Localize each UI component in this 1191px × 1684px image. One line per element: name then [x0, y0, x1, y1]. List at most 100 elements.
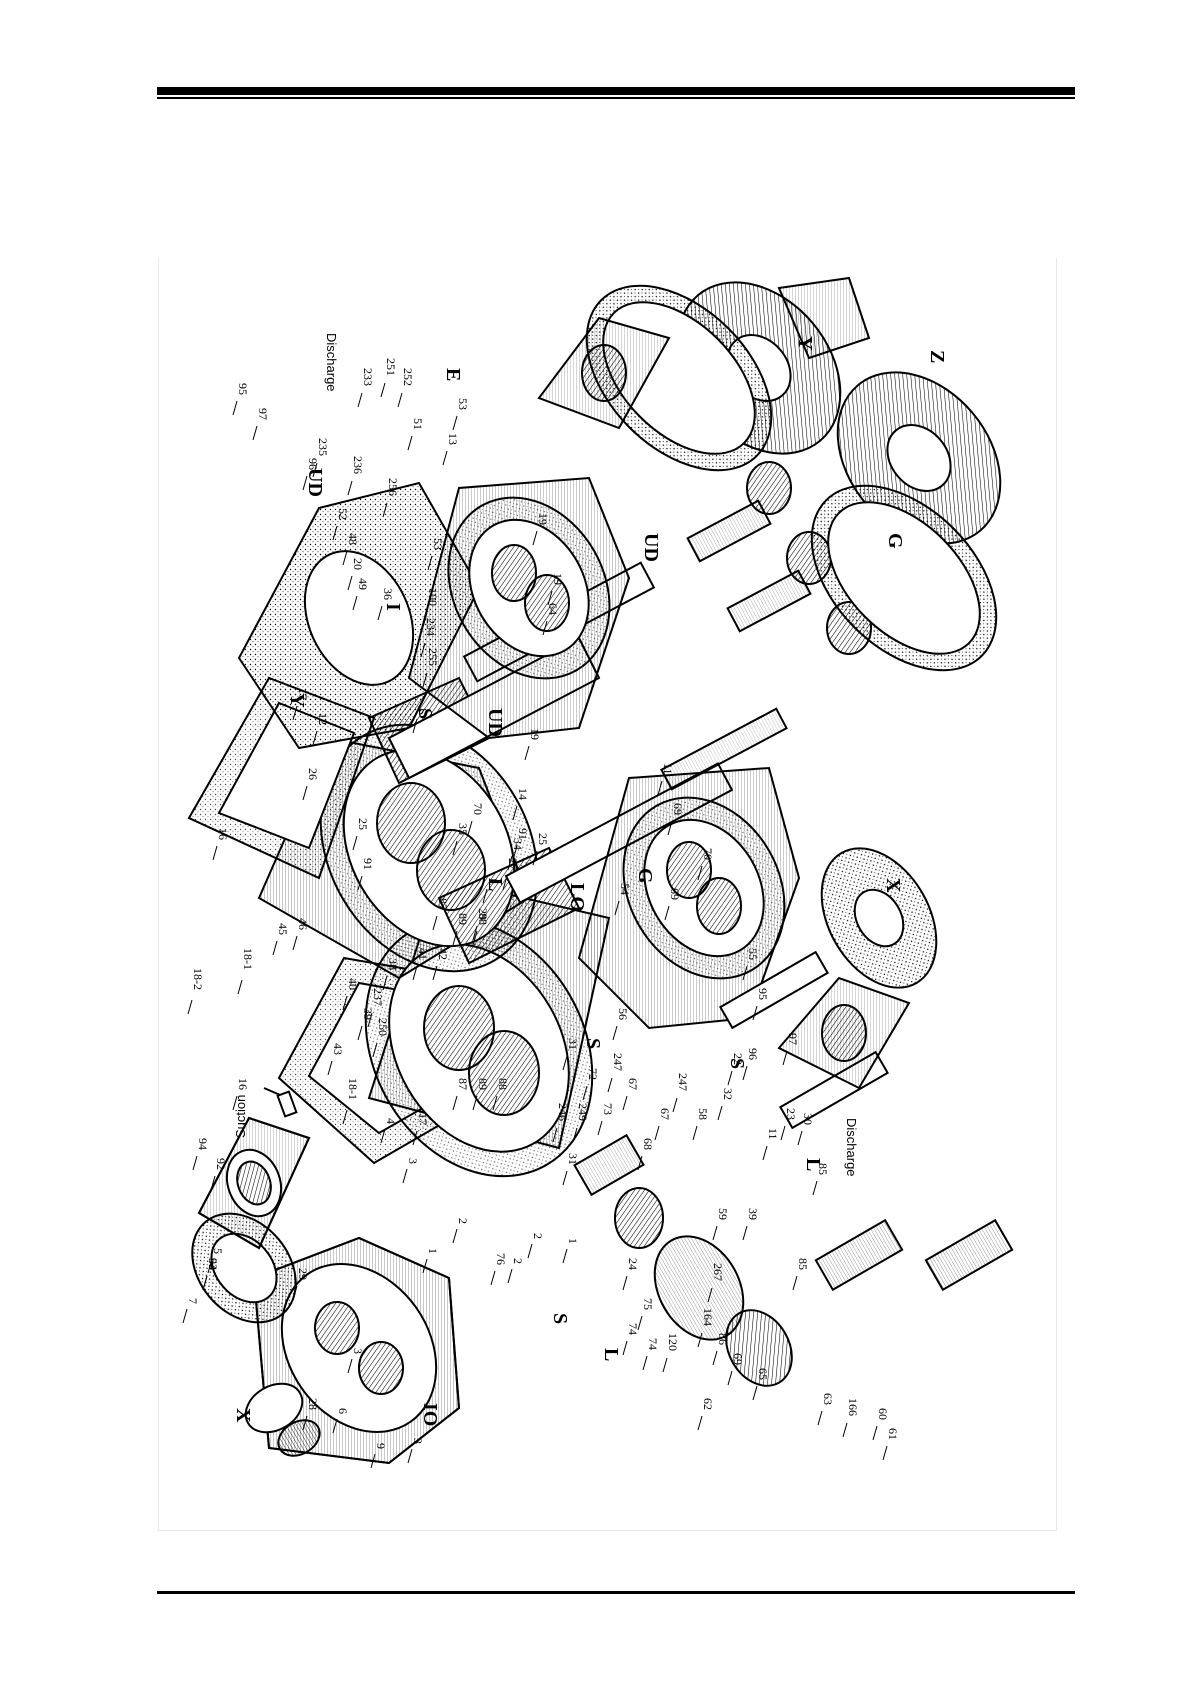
leader-line — [742, 1065, 748, 1081]
compressor-exploded-diagram: Suction Discharge Discharge IO LO UD UD … — [182, 276, 1014, 1469]
leader-line — [187, 999, 193, 1015]
part-number-65: 233 — [361, 368, 375, 386]
letter-ud-seal: UD — [304, 468, 326, 497]
part-number-45: 247 — [676, 1073, 690, 1091]
leader-line — [882, 1445, 888, 1461]
part-number-97: 69 — [671, 803, 685, 815]
leader-line — [717, 1105, 723, 1121]
leader-line — [192, 1155, 198, 1171]
part-number-112: 59 — [716, 1208, 730, 1220]
bearing-stack — [686, 461, 872, 655]
part-number-37: 249 — [576, 1103, 590, 1121]
part-number-31: 89 — [456, 913, 470, 925]
leader-line — [637, 1155, 643, 1171]
leader-line — [302, 475, 308, 491]
leader-line — [642, 1355, 648, 1371]
leader-line — [432, 915, 438, 931]
part-number-56: 96 — [306, 458, 320, 470]
part-number-122: 120 — [666, 1333, 680, 1351]
part-number-17: 2 — [511, 1258, 525, 1264]
leader-line — [792, 1275, 798, 1291]
leader-line — [420, 642, 426, 658]
leader-line — [490, 1270, 496, 1286]
leader-line — [612, 1025, 618, 1041]
leader-line — [332, 525, 338, 541]
leader-line — [552, 1127, 558, 1143]
part-number-108: 85 — [796, 1258, 810, 1270]
part-number-115: 69 — [731, 1353, 745, 1365]
part-number-8: 94 — [196, 1138, 210, 1150]
letter-l-rotor: L — [484, 878, 506, 891]
part-number-94: 34 — [511, 838, 525, 850]
part-number-57: 95 — [236, 383, 250, 395]
letter-y-bottom: Y — [794, 336, 816, 351]
leader-line — [872, 1425, 878, 1441]
leader-line — [342, 1109, 348, 1125]
part-number-76: 16 — [236, 1078, 250, 1090]
part-number-127: 11 — [766, 1128, 780, 1140]
letter-g-main: G — [634, 868, 656, 884]
leader-line — [752, 1385, 758, 1401]
part-number-98: 54 — [618, 883, 632, 895]
part-number-11: 1 — [426, 1248, 440, 1254]
leader-line — [752, 1005, 758, 1021]
part-number-58: 97 — [256, 408, 270, 420]
part-number-46: 58 — [696, 1108, 710, 1120]
part-number-103: 23 — [784, 1108, 798, 1120]
page-rule-top — [157, 87, 1075, 95]
part-number-29: 91 — [516, 828, 530, 840]
lower-parts — [573, 847, 1014, 1387]
part-number-116: 65 — [756, 1368, 770, 1380]
leader-line — [622, 1340, 628, 1356]
leader-line — [232, 1095, 238, 1111]
leader-line — [347, 480, 353, 496]
part-number-30: 87 — [436, 898, 450, 910]
part-number-41: 247 — [611, 1053, 625, 1071]
leader-line — [812, 1180, 818, 1196]
part-number-2: 7 — [186, 1298, 200, 1304]
letter-e: E — [442, 368, 464, 381]
leader-line — [397, 392, 403, 408]
part-number-60: 51 — [411, 418, 425, 430]
part-number-7: 4 — [384, 1118, 398, 1124]
leader-line — [202, 1275, 208, 1291]
part-number-3: 29 — [296, 1268, 310, 1280]
part-number-43: 56 — [616, 1008, 630, 1020]
leader-line — [622, 1275, 628, 1291]
leader-line — [432, 965, 438, 981]
leader-line — [182, 1308, 188, 1324]
rotated-labels: Suction Discharge Discharge IO LO UD UD … — [232, 333, 948, 1426]
part-number-109: 267 — [711, 1263, 725, 1281]
discharge-housing-ud — [407, 476, 631, 740]
part-number-95: 35 — [456, 823, 470, 835]
part-number-42: 67 — [626, 1078, 640, 1090]
part-number-124: 75 — [641, 1298, 655, 1310]
part-number-34: 89 — [476, 1078, 490, 1090]
leader-line — [252, 425, 258, 441]
part-number-13: 76 — [494, 1253, 508, 1265]
part-number-21: 31 — [566, 1038, 580, 1050]
leader-line — [207, 1258, 213, 1274]
leader-line — [302, 1415, 308, 1431]
leader-line — [422, 672, 428, 688]
part-number-51: 49 — [356, 578, 370, 590]
leader-line — [442, 450, 448, 466]
leader-line — [312, 462, 318, 478]
part-number-6: 3 — [351, 1348, 365, 1354]
leader-line — [382, 502, 388, 518]
leader-line — [352, 835, 358, 851]
leader-line — [507, 1268, 513, 1284]
leader-line — [412, 718, 418, 734]
part-number-89: 14 — [516, 788, 530, 800]
leader-line — [357, 1025, 363, 1041]
leader-line — [407, 435, 413, 451]
part-number-24: S — [416, 708, 430, 715]
leader-line — [637, 1315, 643, 1331]
part-number-121: 62 — [701, 1398, 715, 1410]
part-number-85: 41 — [416, 948, 430, 960]
leader-line — [780, 1125, 786, 1141]
letter-s-piston: S — [582, 1038, 604, 1049]
leader-line — [817, 1410, 823, 1426]
leader-line — [667, 820, 673, 836]
